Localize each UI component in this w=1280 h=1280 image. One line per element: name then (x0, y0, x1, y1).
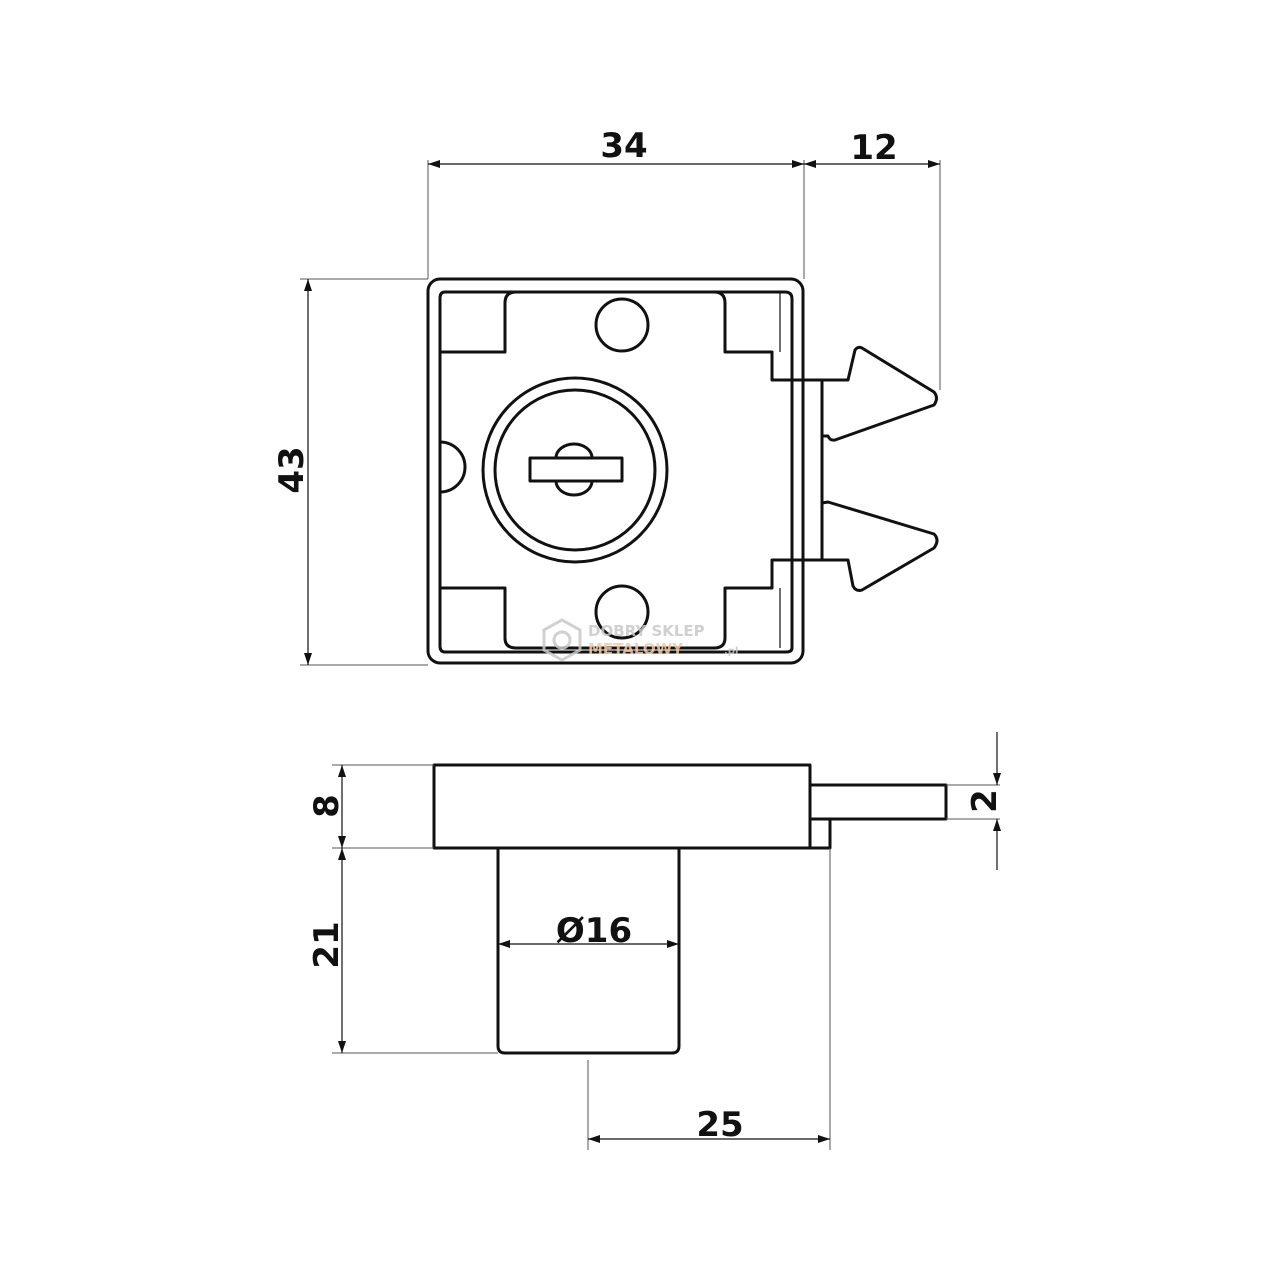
dim-21-label: 21 (307, 921, 347, 968)
side-cylinder (496, 848, 681, 1055)
top-screw-hole (594, 297, 650, 353)
watermark-logo: DOBRY SKLEP METALOWY .pl (542, 618, 738, 662)
dim-12-label: 12 (850, 128, 897, 168)
dim-8-label: 8 (307, 794, 347, 818)
cylinder-outer (481, 376, 669, 564)
watermark-line2: METALOWY (588, 640, 684, 658)
dim-34-label: 34 (600, 126, 647, 166)
lower-bolt (821, 500, 939, 592)
lock-body (438, 290, 824, 650)
left-notch (439, 440, 467, 494)
keyway (528, 442, 624, 497)
side-plate (432, 763, 812, 850)
dimension-lines (300, 160, 1001, 1150)
dim-25-label: 25 (696, 1105, 743, 1145)
watermark-suffix: .pl (724, 646, 738, 657)
outer-plate (426, 277, 805, 665)
front-view (426, 277, 939, 665)
bottom-screw-hole (594, 584, 650, 640)
dim-diameter-label: Ø16 (556, 911, 632, 951)
side-bolt-tab (808, 817, 832, 850)
side-view (432, 763, 948, 1055)
side-bolt (808, 783, 948, 821)
watermark-line1: DOBRY SKLEP (588, 622, 705, 640)
upper-bolt (822, 345, 938, 442)
inner-plate (438, 290, 794, 654)
cylinder-inner (493, 388, 657, 552)
dim-2-label: 2 (965, 789, 1005, 813)
dim-43-label: 43 (272, 446, 312, 493)
watermark-hexagon-icon (542, 618, 582, 662)
